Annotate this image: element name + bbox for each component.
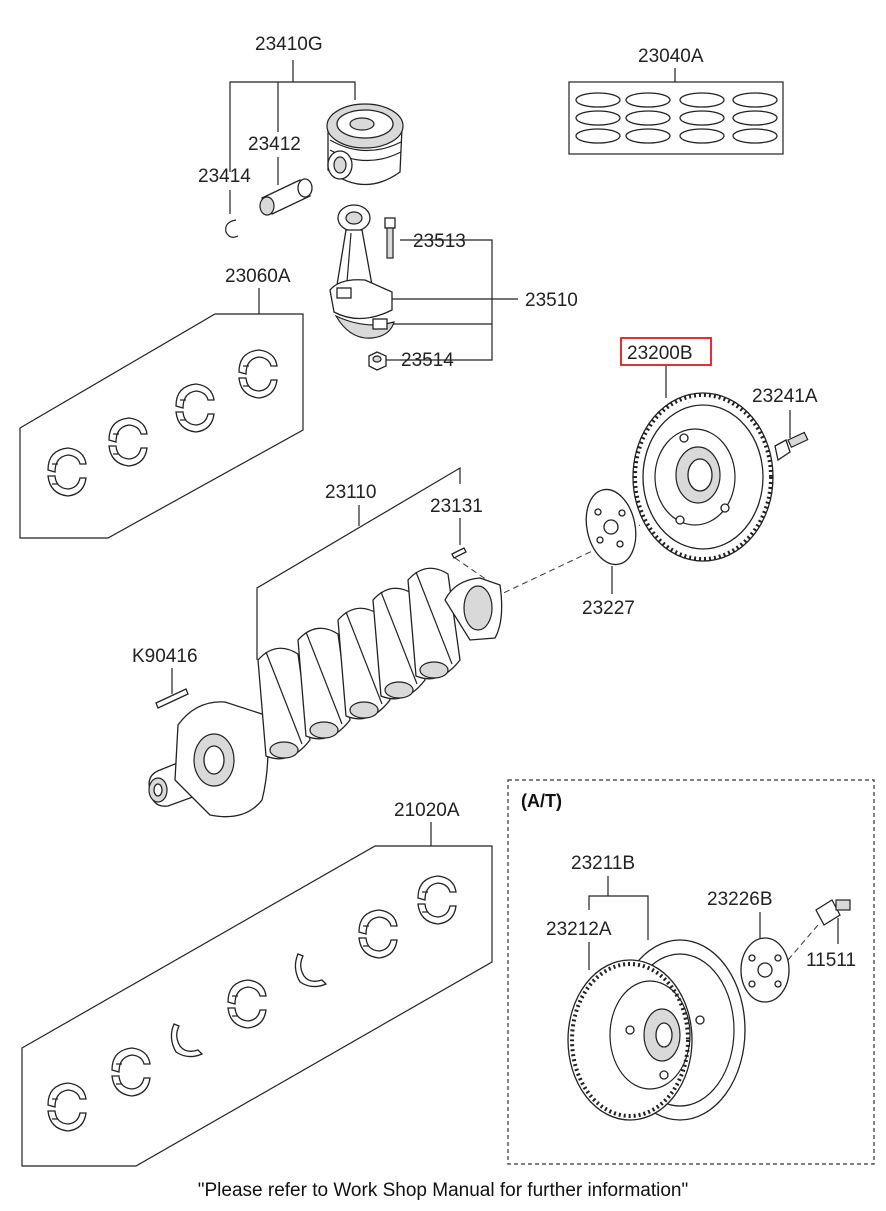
label-at-bolt[interactable]: 11511	[806, 950, 856, 971]
connecting-rod	[329, 204, 395, 339]
piston-ring	[679, 128, 725, 144]
drive-plate	[567, 939, 746, 1121]
label-drive-plate-assy[interactable]: 23211B	[571, 853, 635, 874]
thrust-washer	[170, 1023, 204, 1058]
piston-ring	[625, 92, 671, 108]
piston-ring	[625, 110, 671, 126]
label-key[interactable]: K90416	[132, 646, 198, 667]
conrod-nut	[368, 351, 387, 371]
at-section: (A/T) 23211B 23212A 23226B 11511	[507, 779, 875, 1165]
piston-group: 23410G 23412 23414	[198, 34, 404, 238]
crank-pin	[451, 547, 467, 559]
plate	[585, 488, 637, 566]
piston-ring	[679, 92, 725, 108]
at-bolt	[815, 899, 851, 926]
crank-web	[297, 627, 351, 740]
piston-ring	[625, 128, 671, 144]
piston-ring	[575, 128, 621, 144]
label-crankshaft[interactable]: 23110	[325, 482, 376, 503]
piston-ring-set: 23040A	[568, 46, 784, 155]
bearing-shell	[238, 349, 278, 399]
bearing-shell	[358, 909, 398, 959]
bearing-shell	[108, 417, 148, 467]
key	[155, 688, 189, 709]
label-snap-ring[interactable]: 23414	[198, 166, 251, 187]
thrust-washer	[294, 953, 328, 988]
at-plate	[740, 937, 790, 1003]
highlight-box	[620, 337, 712, 366]
label-piston-pin[interactable]: 23412	[248, 134, 301, 155]
crank-web	[407, 567, 461, 680]
bearing-shell	[175, 383, 215, 433]
bearing-shell	[227, 979, 267, 1029]
piston-ring	[732, 110, 778, 126]
label-flywheel-assy[interactable]: 23200B	[627, 343, 693, 364]
piston-ring	[679, 110, 725, 126]
label-main-bearing-set[interactable]: 21020A	[394, 800, 460, 821]
conrod-bolt	[384, 217, 396, 259]
footer-note: "Please refer to Work Shop Manual for fu…	[198, 1180, 688, 1201]
label-conrod-assy[interactable]: 23510	[525, 290, 578, 311]
piston-ring	[575, 92, 621, 108]
label-at-plate[interactable]: 23226B	[707, 889, 773, 910]
label-piston-assy[interactable]: 23410G	[255, 34, 323, 55]
main-bearing-set: 21020A	[21, 800, 493, 1167]
piston-ring	[732, 128, 778, 144]
conrod-bearing-set: 23060A	[19, 266, 304, 539]
piston-ring	[732, 92, 778, 108]
bearing-shell	[111, 1047, 151, 1097]
crankshaft-group: 23110 23131 K90416 23227	[132, 466, 641, 818]
flywheel	[632, 392, 774, 562]
label-conrod-bearing-set[interactable]: 23060A	[225, 266, 291, 287]
label-ring-gear[interactable]: 23212A	[546, 919, 612, 940]
label-crank-pin[interactable]: 23131	[430, 496, 483, 517]
piston-pin	[259, 178, 313, 216]
flywheel-bolt	[774, 431, 809, 462]
piston-ring	[575, 110, 621, 126]
bearing-shell	[47, 447, 87, 497]
label-at-section: (A/T)	[521, 791, 562, 811]
label-plate[interactable]: 23227	[582, 598, 635, 619]
bearing-shell	[417, 875, 457, 925]
crank-web	[257, 647, 311, 760]
piston	[326, 103, 404, 186]
label-conrod-bolt[interactable]: 23513	[413, 231, 466, 252]
label-flywheel-bolt[interactable]: 23241A	[752, 386, 818, 407]
crankshaft	[148, 567, 503, 818]
snap-ring	[225, 219, 239, 238]
bearing-shell	[47, 1082, 87, 1132]
connecting-rod-group: 23513 23510 23514	[329, 204, 578, 371]
label-piston-ring-set[interactable]: 23040A	[638, 46, 704, 67]
flywheel-group: 23200B 23241A	[620, 337, 818, 562]
